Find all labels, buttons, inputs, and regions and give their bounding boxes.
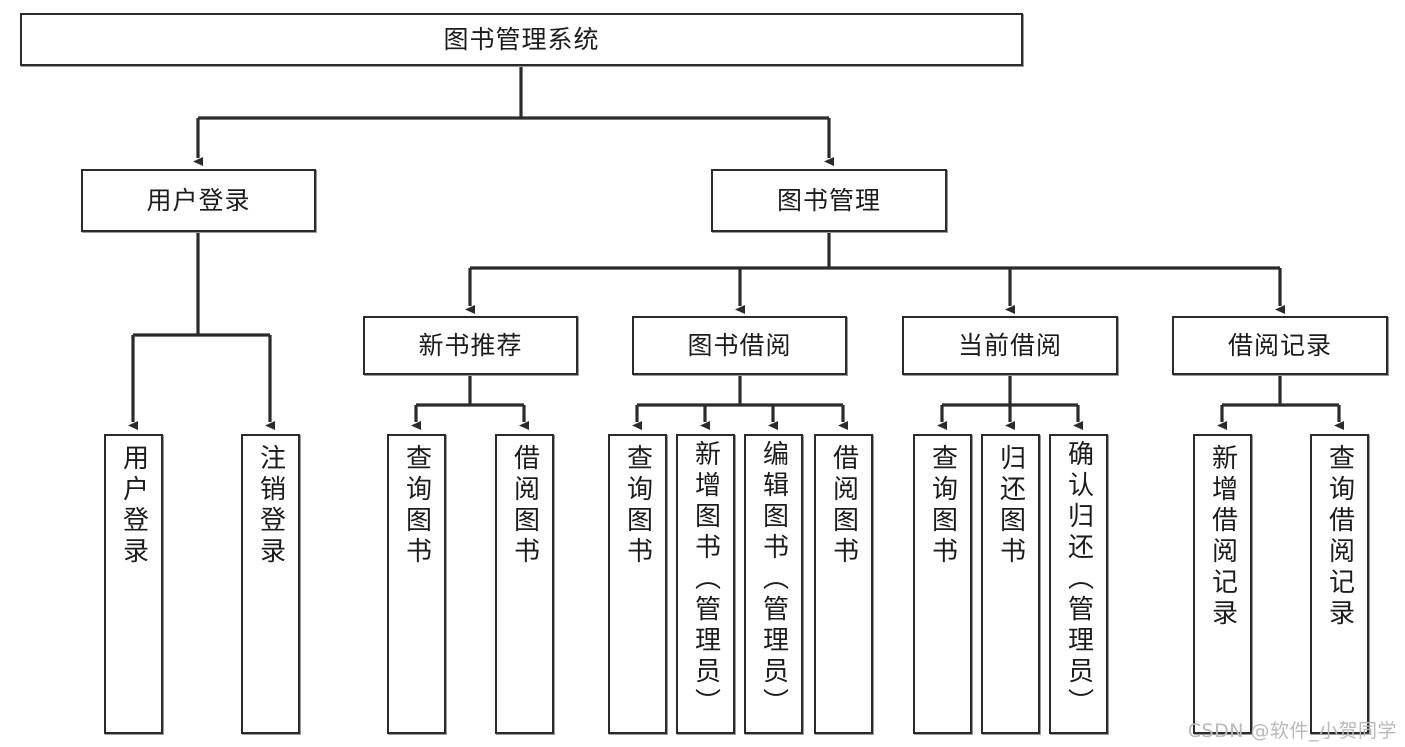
node-label: 图书借阅 <box>687 330 792 360</box>
leaf-current-borrow-return[interactable]: 归还图书 <box>981 434 1040 734</box>
node-label: 注销登录 <box>255 444 286 568</box>
leaf-user-login-login[interactable]: 用户登录 <box>104 434 163 734</box>
edges-root-to-level2 <box>193 66 834 166</box>
edges-new-book-to-leaves <box>411 375 529 430</box>
leaf-book-borrow-add[interactable]: 新增图书（管理员） <box>676 434 735 734</box>
node-label: 归还图书 <box>995 444 1026 568</box>
leaf-new-book-search[interactable]: 查询图书 <box>387 434 446 734</box>
watermark: CSDN @软件_小贺同学 <box>1187 720 1397 742</box>
node-label: 用户登录 <box>118 444 149 568</box>
node-new-book-recommendation[interactable]: 新书推荐 <box>363 316 578 375</box>
edges-current-borrow-to-leaves <box>937 375 1083 430</box>
leaf-record-add[interactable]: 新增借阅记录 <box>1193 434 1252 734</box>
node-label: 编辑图书（管理员） <box>758 440 789 719</box>
node-label: 当前借阅 <box>957 330 1062 360</box>
node-book-management[interactable]: 图书管理 <box>711 169 947 232</box>
node-user-login[interactable]: 用户登录 <box>81 169 316 232</box>
edges-book-borrow-to-leaves <box>632 375 848 430</box>
leaf-record-search[interactable]: 查询借阅记录 <box>1310 434 1369 734</box>
node-label: 确认归还（管理员） <box>1063 440 1094 719</box>
node-label: 新增图书（管理员） <box>690 440 721 719</box>
node-label: 新书推荐 <box>418 330 523 360</box>
node-label: 查询借阅记录 <box>1324 444 1355 630</box>
leaf-book-borrow-borrow[interactable]: 借阅图书 <box>814 434 873 734</box>
node-label: 借阅记录 <box>1227 330 1332 360</box>
leaf-current-borrow-search[interactable]: 查询图书 <box>913 434 972 734</box>
node-label: 查询图书 <box>622 444 653 568</box>
node-current-borrowing[interactable]: 当前借阅 <box>902 316 1118 375</box>
node-book-borrowing[interactable]: 图书借阅 <box>632 316 847 375</box>
leaf-new-book-borrow[interactable]: 借阅图书 <box>495 434 554 734</box>
node-root-system[interactable]: 图书管理系统 <box>20 13 1023 66</box>
leaf-user-login-logout[interactable]: 注销登录 <box>241 434 300 734</box>
node-label: 图书管理系统 <box>443 24 600 54</box>
node-borrowing-records[interactable]: 借阅记录 <box>1172 316 1388 375</box>
node-label: 新增借阅记录 <box>1207 444 1238 630</box>
leaf-current-borrow-confirm-return[interactable]: 确认归还（管理员） <box>1049 434 1108 734</box>
node-label: 借阅图书 <box>828 444 859 568</box>
leaf-book-borrow-search[interactable]: 查询图书 <box>608 434 667 734</box>
node-label: 查询图书 <box>927 444 958 568</box>
leaf-book-borrow-edit[interactable]: 编辑图书（管理员） <box>744 434 803 734</box>
node-label: 查询图书 <box>401 444 432 568</box>
edges-borrow-record-to-leaves <box>1217 375 1344 430</box>
edges-user-login-to-leaves <box>128 232 275 430</box>
node-label: 借阅图书 <box>509 444 540 568</box>
node-label: 图书管理 <box>776 185 881 215</box>
edges-book-mgmt-to-level3 <box>465 232 1285 314</box>
node-label: 用户登录 <box>146 185 251 215</box>
